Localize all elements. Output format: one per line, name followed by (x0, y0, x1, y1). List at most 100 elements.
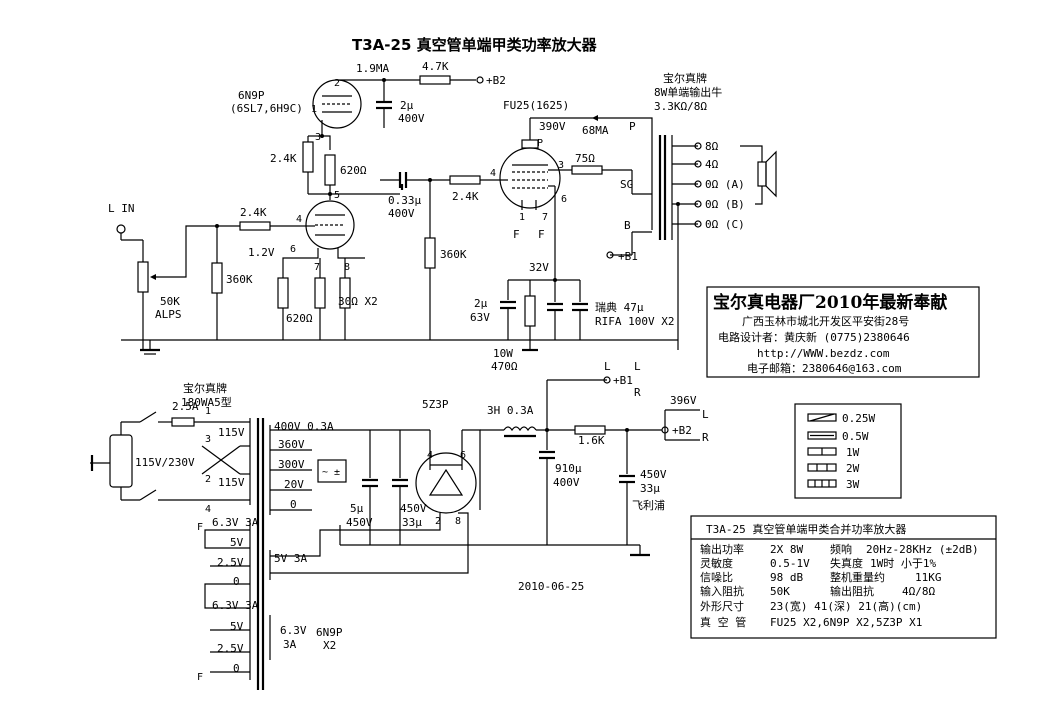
ot-b-label: B (624, 219, 631, 232)
output-cathode-resistor (524, 295, 536, 327)
filter-choke (503, 426, 537, 432)
cathode-resistor-a (314, 277, 326, 309)
spec-value: 50K (770, 585, 790, 598)
current-arrow-icon (592, 115, 598, 121)
output-cathode-voltage: 32V (529, 261, 549, 274)
rectifier-filament: 5V 3A (274, 552, 307, 565)
pin-label: 4 (296, 214, 302, 225)
pin-label: F (513, 228, 520, 241)
spec-key: 频响 (830, 542, 852, 556)
main-filter-cap-value: 910μ (555, 462, 582, 475)
ot-taps (672, 142, 702, 228)
fil-0-a: 0 (233, 575, 240, 588)
cathode-resistor-label: 30Ω X2 (338, 295, 378, 308)
hv-secondary-taps (270, 429, 340, 511)
primary-a: 115V (218, 426, 245, 439)
spec-value: FU25 X2,6N9P X2,5Z3P X1 (770, 616, 922, 629)
company-box (706, 286, 980, 378)
driver-cathode-resistor-label: 620Ω (286, 312, 313, 325)
pin-label: 7 (314, 262, 320, 273)
pin-label: 6 (561, 194, 567, 205)
b2-l: L (702, 408, 709, 421)
fil-5v-a: 5V (230, 536, 244, 549)
coupling-cap-label: 0.33μ (388, 194, 421, 207)
input-jack-icon (116, 224, 126, 234)
input-shunt-resistor-label: 360K (226, 273, 253, 286)
pin-label: P (537, 138, 543, 149)
hv-tap-0: 0 (290, 498, 297, 511)
spec-key: 外形尺寸 (700, 599, 744, 613)
screen-grid-resistor-label: 75Ω (575, 152, 595, 165)
pin-label: 1 (519, 212, 525, 223)
output-cathode-resistor-value: 470Ω (491, 360, 518, 373)
spec-key: 信噪比 (700, 571, 733, 584)
b1-r: R (634, 386, 641, 399)
fil-0-b: 0 (233, 662, 240, 675)
mains-voltage: 115V/230V (135, 456, 195, 469)
grid-stopper-resistor-label: 2.4K (452, 190, 479, 203)
tube-filament-count: X2 (323, 639, 336, 652)
pot-value: 50K (160, 295, 180, 308)
pin-label: 8 (344, 262, 350, 273)
company-address: 广西玉林市城北开发区平安街28号 (742, 314, 909, 328)
dropping-resistor (574, 425, 606, 435)
pt-type: 180WA5型 (181, 395, 232, 409)
legend-3w: 3W (846, 478, 860, 491)
pin-label: 4 (205, 504, 211, 515)
b2-voltage: 396V (670, 394, 697, 407)
primary-b: 115V (218, 476, 245, 489)
main-filter-cap-voltage: 400V (553, 476, 580, 489)
fil-f-label-2: F (197, 672, 203, 683)
fil-2v5-a: 2.5V (217, 556, 244, 569)
resistor-legend-symbols (807, 413, 837, 488)
pin-label: 3 (315, 132, 321, 143)
driver-feedback-resistor (302, 141, 314, 173)
pin-label: 8 (455, 516, 461, 527)
ot-tap-4ohm: 4Ω (705, 158, 719, 171)
ot-ratio: 3.3KΩ/8Ω (654, 100, 707, 113)
fil-6v3-a: 6.3V 3A (212, 516, 259, 529)
company-designer: 电路设计者：黄庆新 (0775)2380646 (718, 330, 910, 344)
rectifier-tube-icon (415, 452, 477, 514)
spec-title: T3A-25 真空管单端甲类合并功率放大器 (706, 522, 906, 536)
pin-label: 3 (205, 434, 211, 445)
company-web: http://WWW.bezdz.com (757, 347, 890, 360)
driver-tube-equiv: (6SL7,6H9C) (230, 102, 303, 115)
filter-cap-2-voltage: 450V (400, 502, 427, 515)
company-email: 电子邮箱：2380646@163.com (747, 361, 902, 375)
tube-filament-current: 3A (283, 638, 297, 651)
mains-socket-icon (109, 434, 133, 488)
b2-filter-cap-brand: 飞利浦 (632, 499, 665, 512)
spec-key: 灵敏度 (700, 556, 733, 570)
pin-label: 6 (460, 450, 466, 461)
decouple-cap-voltage: 400V (398, 112, 425, 125)
input-series-resistor (239, 221, 271, 231)
output-tube-icon (499, 147, 561, 209)
pin-label: 7 (542, 212, 548, 223)
b1-out-l: L (604, 360, 611, 373)
b2-out-label: +B2 (672, 424, 692, 437)
spec-key: 输入阻抗 (700, 584, 744, 598)
legend-025w: 0.25W (842, 412, 875, 425)
decouple-cap-label: 2μ (400, 99, 414, 112)
output-cathode-resistor-power: 10W (493, 347, 513, 360)
pin-label: 4 (427, 450, 433, 461)
b1-out-label: +B1 (613, 374, 633, 387)
fil-2v5-b: 2.5V (217, 642, 244, 655)
pt-brand: 宝尔真牌 (183, 381, 227, 395)
input-label: L IN (108, 202, 135, 215)
cathode-bypass-cap-label: 2μ (474, 297, 488, 310)
power-switch (139, 411, 157, 423)
spec-table (690, 515, 997, 639)
hv-tap-360: 360V (278, 438, 305, 451)
hv-tap-300: 300V (278, 458, 305, 471)
ot-tap-0c: 0Ω (C) (705, 218, 745, 231)
spec-value: 23(宽) 41(深) 21(高)(cm) (770, 599, 922, 613)
spec-value: 20Hz-28KHz (±2dB) (866, 543, 979, 556)
driver-bias-voltage: 1.2V (248, 246, 275, 259)
b2-r: R (702, 431, 709, 444)
legend-05w: 0.5W (842, 430, 869, 443)
speaker-icon (757, 161, 767, 187)
spec-key: 输出阻抗 (830, 584, 874, 598)
